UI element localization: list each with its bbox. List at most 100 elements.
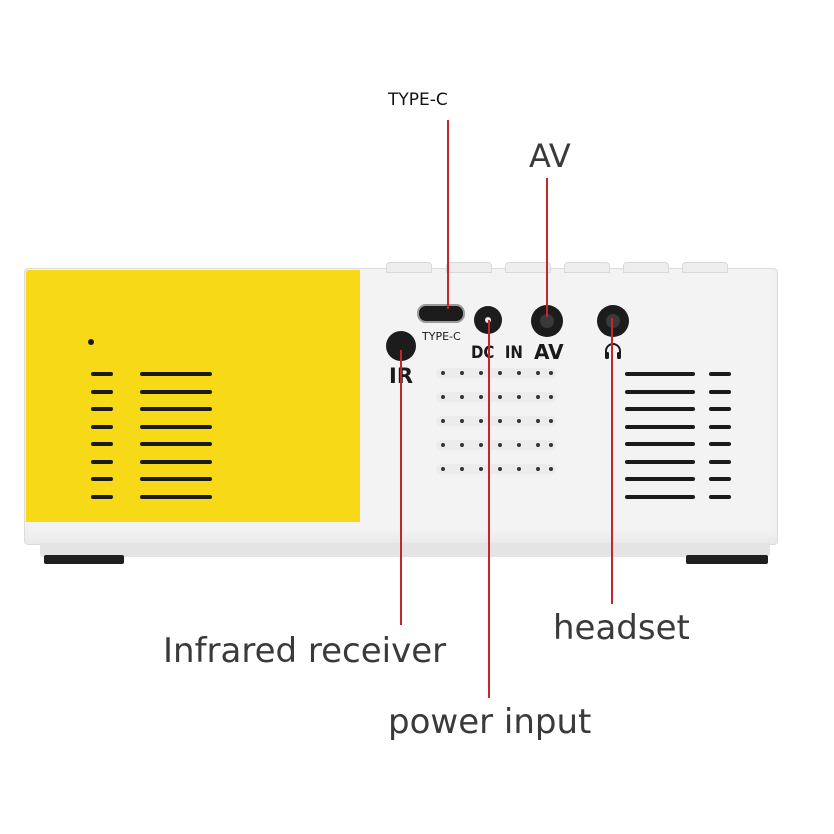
vent-slot — [91, 442, 113, 446]
vent-slot — [625, 442, 695, 446]
left-foot — [44, 555, 124, 564]
grille-groove — [436, 464, 556, 474]
vent-slot — [625, 460, 695, 464]
yellow-panel — [26, 270, 360, 522]
bottom-base — [40, 543, 770, 557]
power-callout-label: power input — [388, 702, 592, 742]
grille-hole — [460, 371, 464, 375]
vent-slot — [140, 372, 212, 376]
vent-slot — [625, 495, 695, 499]
vent-slot — [91, 390, 113, 394]
av-port-hole — [540, 314, 554, 328]
vent-slot — [140, 425, 212, 429]
right-foot — [686, 555, 768, 564]
infrared-callout-label: Infrared receiver — [163, 631, 447, 671]
vent-slot — [625, 407, 695, 411]
grille-hole — [460, 419, 464, 423]
vent-slot — [140, 477, 212, 481]
power-callout-line — [488, 320, 490, 698]
grille-hole — [441, 395, 445, 399]
grille-hole — [441, 467, 445, 471]
indicator-dot — [88, 339, 94, 345]
vent-slot — [140, 442, 212, 446]
vent-slot — [709, 442, 731, 446]
vent-slot — [625, 390, 695, 394]
grille-hole — [498, 395, 502, 399]
grille-hole — [460, 467, 464, 471]
av-callout-label: AV — [529, 137, 571, 175]
grille-hole — [441, 443, 445, 447]
typec-port — [417, 304, 465, 323]
vent-slot — [91, 460, 113, 464]
top-button — [505, 262, 551, 273]
grille-hole — [517, 371, 521, 375]
vent-slot — [709, 407, 731, 411]
grille-hole — [479, 443, 483, 447]
top-button — [682, 262, 728, 273]
grille-hole — [517, 467, 521, 471]
grille-hole — [536, 371, 540, 375]
vent-slot — [91, 407, 113, 411]
grille-hole — [549, 395, 553, 399]
top-button — [386, 262, 432, 273]
grille-hole — [549, 467, 553, 471]
grille-hole — [479, 371, 483, 375]
vent-slot — [91, 425, 113, 429]
vent-slot — [91, 477, 113, 481]
grille-hole — [479, 395, 483, 399]
grille-hole — [479, 467, 483, 471]
vent-slot — [140, 407, 212, 411]
grille-hole — [498, 371, 502, 375]
vent-slot — [709, 460, 731, 464]
grille-hole — [536, 395, 540, 399]
vent-slot — [140, 460, 212, 464]
dc-in-port-label: DC IN — [471, 343, 523, 363]
grille-hole — [536, 419, 540, 423]
headset-callout-line — [611, 318, 613, 604]
grille-hole — [441, 419, 445, 423]
vent-slot — [91, 495, 113, 499]
grille-groove — [436, 368, 556, 378]
grille-groove — [436, 440, 556, 450]
typec-callout-label: TYPE-C — [388, 90, 448, 110]
vent-slot — [709, 425, 731, 429]
vent-slot — [709, 390, 731, 394]
grille-hole — [536, 443, 540, 447]
grille-hole — [517, 419, 521, 423]
grille-hole — [460, 443, 464, 447]
grille-hole — [479, 419, 483, 423]
grille-hole — [441, 371, 445, 375]
headset-callout-label: headset — [553, 608, 690, 648]
vent-slot — [709, 495, 731, 499]
top-button — [564, 262, 610, 273]
grille-hole — [498, 467, 502, 471]
vent-slot — [625, 372, 695, 376]
grille-groove — [436, 392, 556, 402]
av-port-label: AV — [534, 340, 564, 364]
headset-port-hole — [606, 314, 620, 328]
vent-slot — [709, 372, 731, 376]
av-callout-line — [546, 178, 548, 317]
grille-hole — [498, 443, 502, 447]
grille-hole — [498, 419, 502, 423]
headphone-icon — [605, 343, 621, 359]
vent-slot — [709, 477, 731, 481]
infrared-callout-line — [400, 350, 402, 625]
grille-hole — [549, 443, 553, 447]
grille-hole — [460, 395, 464, 399]
vent-slot — [140, 390, 212, 394]
typec-callout-line — [447, 120, 449, 309]
grille-hole — [549, 419, 553, 423]
grille-hole — [549, 371, 553, 375]
typec-port-label: TYPE-C — [422, 330, 461, 343]
vent-slot — [140, 495, 212, 499]
top-button — [623, 262, 669, 273]
vent-slot — [625, 477, 695, 481]
vent-slot — [91, 372, 113, 376]
top-button — [446, 262, 492, 273]
grille-groove — [436, 416, 556, 426]
vent-slot — [625, 425, 695, 429]
grille-hole — [517, 443, 521, 447]
grille-hole — [517, 395, 521, 399]
grille-hole — [536, 467, 540, 471]
